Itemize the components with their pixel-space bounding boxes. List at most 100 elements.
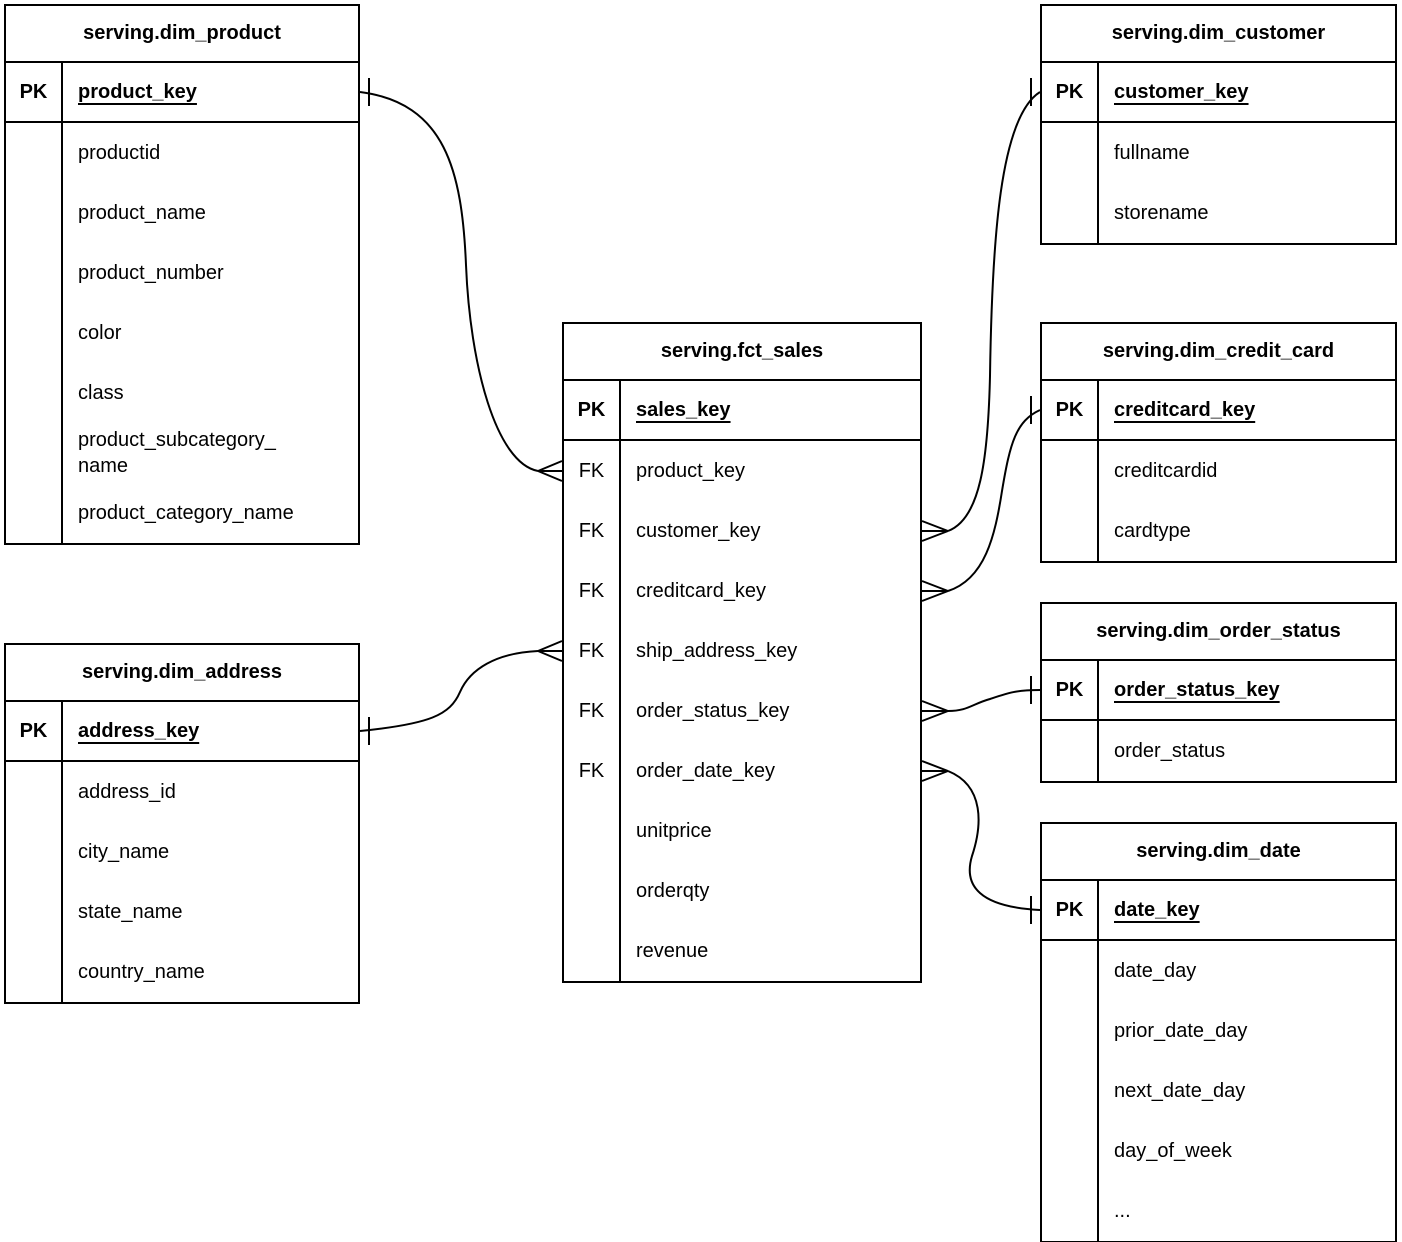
field-name: class <box>78 382 124 404</box>
pk-field-name: sales_key <box>636 399 731 421</box>
entity-serving-dim-address: serving.dim_address PK address_key addre… <box>4 643 360 1004</box>
field-key-cell <box>1042 721 1099 781</box>
entity-serving-dim-product: serving.dim_product PK product_key produ… <box>4 4 360 545</box>
field-name: orderqty <box>636 880 710 902</box>
field-name: city_name <box>78 841 170 863</box>
field-name: color <box>78 322 122 344</box>
field-key-cell: FK <box>564 441 621 501</box>
relationship-address-sales <box>359 640 563 745</box>
pk-field-name: address_key <box>78 720 200 742</box>
relationship-sales-order-status <box>921 676 1041 722</box>
many-crowfoot-marker <box>921 760 949 782</box>
field-name: order_status_key <box>636 700 790 722</box>
field-row: creditcardid <box>1042 441 1395 501</box>
field-name: cardtype <box>1114 520 1191 542</box>
field-name: product_subcategory_ name <box>78 429 276 477</box>
field-row: order_status <box>1042 721 1395 781</box>
table-title: serving.fct_sales <box>564 324 920 381</box>
pk-label: PK <box>6 702 63 760</box>
pk-row: PK order_status_key <box>1042 661 1395 721</box>
pk-field-name: customer_key <box>1114 81 1249 103</box>
field-row: prior_date_day <box>1042 1001 1395 1061</box>
field-key-cell <box>1042 183 1099 243</box>
connector-line <box>947 689 1041 712</box>
relationship-product-sales <box>359 78 563 482</box>
field-row: next_date_day <box>1042 1061 1395 1121</box>
field-name: fullname <box>1114 142 1190 164</box>
field-key-cell <box>6 423 63 483</box>
table-title: serving.dim_credit_card <box>1042 324 1395 381</box>
field-name: order_date_key <box>636 760 775 782</box>
field-row: FK order_date_key <box>564 741 920 801</box>
field-name: date_day <box>1114 960 1197 982</box>
field-name: unitprice <box>636 820 712 842</box>
table-title: serving.dim_date <box>1042 824 1395 881</box>
field-name: creditcard_key <box>636 580 767 602</box>
field-row: ... <box>1042 1181 1395 1241</box>
field-name: product_category_name <box>78 502 294 524</box>
field-name: productid <box>78 142 161 164</box>
pk-field-name: date_key <box>1114 899 1200 921</box>
field-row: orderqty <box>564 861 920 921</box>
field-name: product_number <box>78 262 224 284</box>
field-name: ... <box>1114 1200 1131 1222</box>
field-row: cardtype <box>1042 501 1395 561</box>
field-key-cell <box>1042 1061 1099 1121</box>
field-key-cell <box>1042 1121 1099 1181</box>
field-key-cell <box>1042 1181 1099 1241</box>
field-key-cell <box>6 183 63 243</box>
field-key-cell: FK <box>564 741 621 801</box>
pk-label: PK <box>564 381 621 439</box>
connector-line <box>359 650 539 732</box>
pk-field-name: order_status_key <box>1114 679 1280 701</box>
pk-field-name: creditcard_key <box>1114 399 1256 421</box>
field-key-cell: FK <box>564 561 621 621</box>
field-row: storename <box>1042 183 1395 243</box>
field-row: product_category_name <box>6 483 358 543</box>
pk-row: PK creditcard_key <box>1042 381 1395 441</box>
pk-row: PK product_key <box>6 63 358 123</box>
field-row: state_name <box>6 882 358 942</box>
field-key-cell <box>1042 941 1099 1001</box>
field-key-cell <box>564 921 621 981</box>
table-title: serving.dim_product <box>6 6 358 63</box>
field-row: product_subcategory_ name <box>6 423 358 483</box>
field-row: revenue <box>564 921 920 981</box>
pk-label: PK <box>1042 881 1099 939</box>
field-name: ship_address_key <box>636 640 798 662</box>
many-crowfoot-marker <box>537 460 563 482</box>
field-key-cell <box>1042 1001 1099 1061</box>
field-key-cell <box>564 801 621 861</box>
field-row: city_name <box>6 822 358 882</box>
entity-serving-dim-date: serving.dim_date PK date_key date_day pr… <box>1040 822 1397 1242</box>
field-key-cell <box>564 861 621 921</box>
field-row: address_id <box>6 762 358 822</box>
table-title: serving.dim_customer <box>1042 6 1395 63</box>
field-row: product_name <box>6 183 358 243</box>
pk-row: PK address_key <box>6 702 358 762</box>
field-key-cell: FK <box>564 501 621 561</box>
field-name: order_status <box>1114 740 1226 762</box>
entity-serving-dim-customer: serving.dim_customer PK customer_key ful… <box>1040 4 1397 245</box>
field-name: day_of_week <box>1114 1140 1232 1162</box>
field-row: unitprice <box>564 801 920 861</box>
relationship-sales-date <box>921 760 1041 924</box>
pk-label: PK <box>1042 381 1099 439</box>
pk-row: PK customer_key <box>1042 63 1395 123</box>
many-crowfoot-marker <box>537 640 563 662</box>
field-name: creditcardid <box>1114 460 1218 482</box>
pk-label: PK <box>1042 63 1099 121</box>
many-crowfoot-marker <box>921 580 949 602</box>
pk-label: PK <box>6 63 63 121</box>
relationship-sales-credit-card <box>921 396 1041 602</box>
field-key-cell <box>1042 501 1099 561</box>
table-title: serving.dim_address <box>6 645 358 702</box>
entity-serving-dim-credit-card: serving.dim_credit_card PK creditcard_ke… <box>1040 322 1397 563</box>
table-title: serving.dim_order_status <box>1042 604 1395 661</box>
